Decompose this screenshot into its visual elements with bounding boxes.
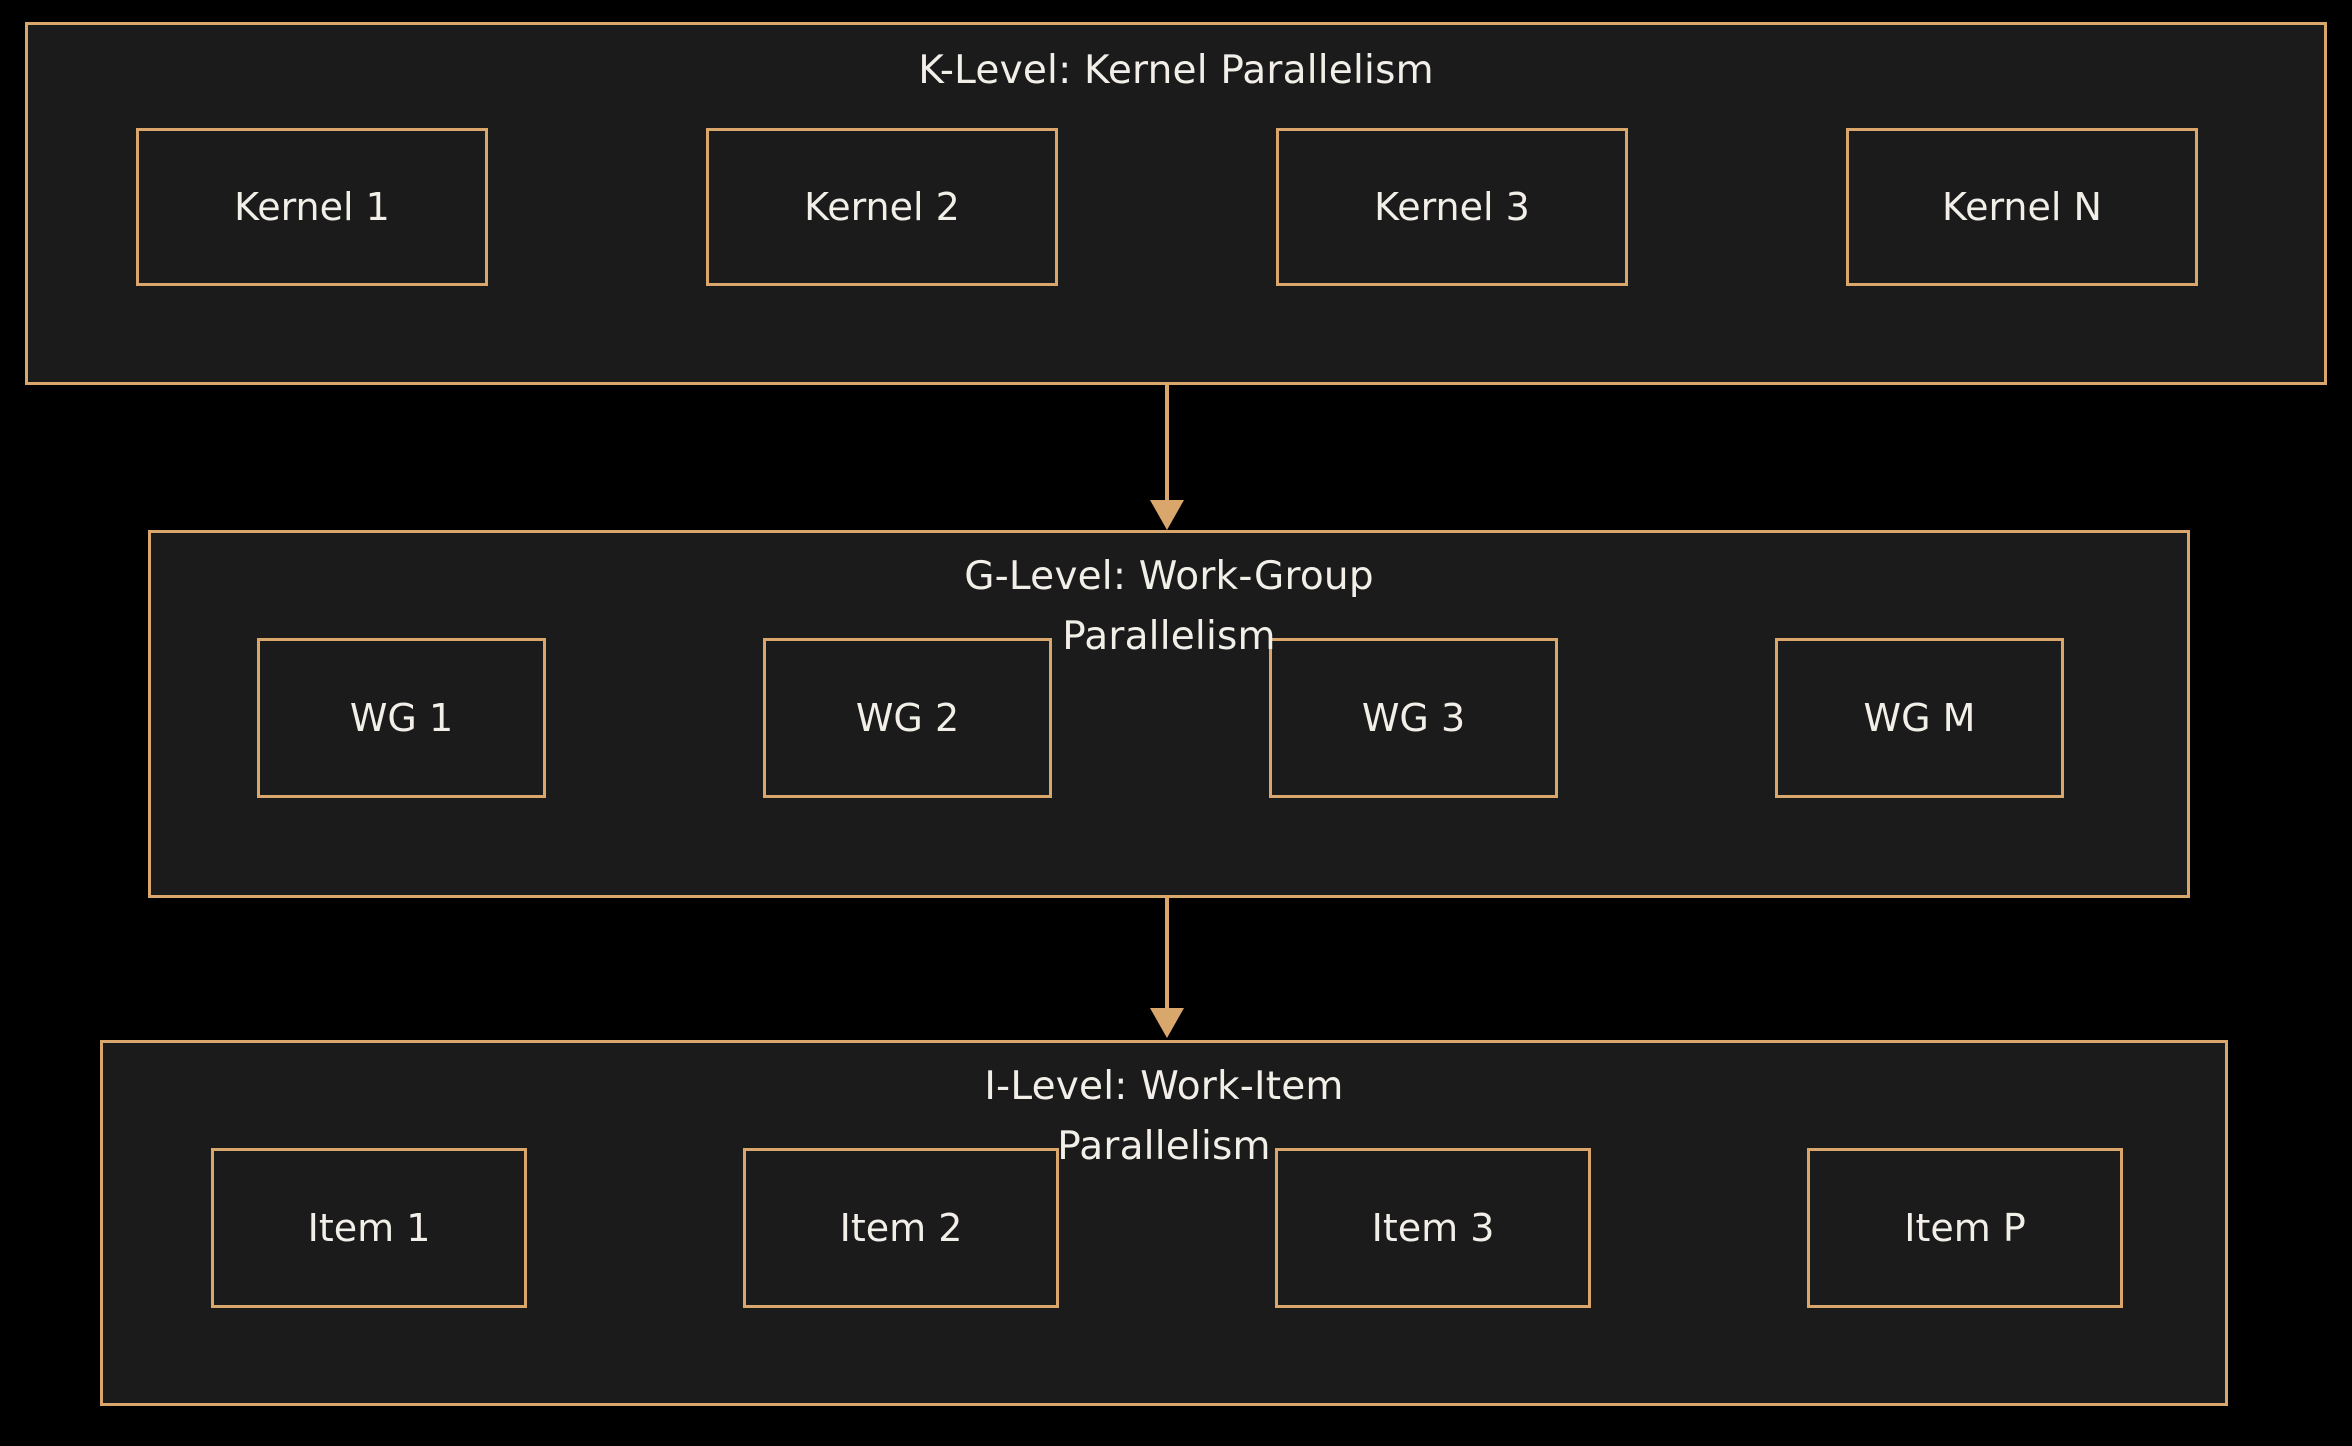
node-kernel-3[interactable]: Kernel 3 [1276,128,1628,286]
node-label: WG 2 [855,696,960,740]
node-kernel-1[interactable]: Kernel 1 [136,128,488,286]
connector-k-to-g-line [1165,385,1169,502]
level-title-k-level: K-Level: Kernel Parallelism [918,48,1434,93]
node-kernel-n[interactable]: Kernel N [1846,128,2198,286]
node-label: Kernel 1 [234,185,390,229]
node-label: WG 3 [1361,696,1466,740]
node-kernel-2[interactable]: Kernel 2 [706,128,1058,286]
node-label: WG M [1863,696,1976,740]
node-item-1[interactable]: Item 1 [211,1148,527,1308]
node-label: Kernel 3 [1374,185,1530,229]
node-label: Item 1 [307,1206,431,1250]
connector-k-to-g-arrowhead [1150,500,1184,530]
node-wg-m[interactable]: WG M [1775,638,2064,798]
node-label: Kernel 2 [804,185,960,229]
node-wg-1[interactable]: WG 1 [257,638,546,798]
node-wg-3[interactable]: WG 3 [1269,638,1558,798]
node-label: Kernel N [1942,185,2102,229]
level-container-g-level: G-Level: Work-Group Parallelism WG 1 WG … [148,530,2190,898]
level-container-k-level: K-Level: Kernel Parallelism Kernel 1 Ker… [25,22,2327,385]
connector-g-to-i-arrowhead [1150,1008,1184,1038]
node-label: Item 3 [1371,1206,1495,1250]
level-container-i-level: I-Level: Work-Item Parallelism Item 1 It… [100,1040,2228,1406]
node-label: WG 1 [349,696,454,740]
connector-g-to-i-line [1165,898,1169,1010]
node-label: Item 2 [839,1206,963,1250]
node-item-3[interactable]: Item 3 [1275,1148,1591,1308]
node-item-p[interactable]: Item P [1807,1148,2123,1308]
node-wg-2[interactable]: WG 2 [763,638,1052,798]
node-item-2[interactable]: Item 2 [743,1148,1059,1308]
node-label: Item P [1904,1206,2026,1250]
